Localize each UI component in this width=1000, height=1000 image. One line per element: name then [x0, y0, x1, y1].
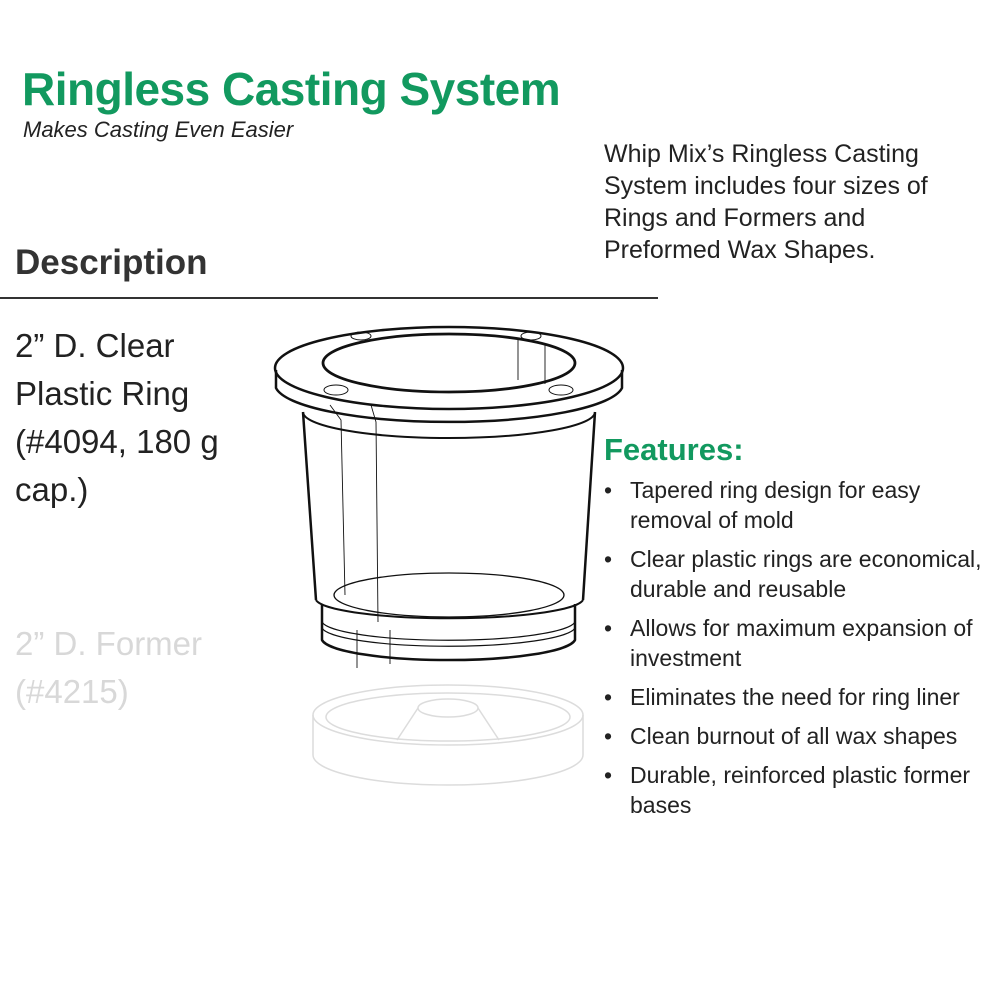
bullet: • [604, 546, 613, 572]
feature-item: • Tapered ring design for easy removal of… [604, 475, 1000, 535]
ring-body [273, 325, 625, 668]
feature-item: • Allows for maximum expansion of investm… [604, 613, 1000, 673]
features-heading: Features: [604, 432, 744, 467]
description-item-ring: 2” D. Clear Plastic Ring (#4094, 180 g c… [15, 327, 219, 508]
feature-item: • Eliminates the need for ring liner [604, 682, 1000, 712]
feature-item: • Clean burnout of all wax shapes [604, 721, 1000, 751]
former-illustration [312, 684, 584, 786]
bullet: • [604, 615, 613, 641]
features-list: • Tapered ring design for easy removal of… [604, 475, 1000, 829]
description-heading: Description [15, 243, 208, 282]
feature-text: Allows for maximum expansion of investme… [630, 615, 973, 671]
feature-text: Durable, reinforced plastic former bases [630, 762, 971, 818]
feature-item: • Clear plastic rings are economical, dur… [604, 544, 1000, 604]
description-item-former: 2” D. Former (#4215) [15, 625, 203, 710]
feature-item: • Durable, reinforced plastic former base… [604, 760, 1000, 820]
feature-text: Tapered ring design for easy removal of … [630, 477, 921, 533]
intro-text: Whip Mix’s Ringless Casting System inclu… [604, 140, 928, 264]
feature-text: Clean burnout of all wax shapes [630, 723, 958, 749]
bullet: • [604, 477, 613, 503]
bullet: • [604, 762, 613, 788]
bullet: • [604, 684, 613, 710]
page-title: Ringless Casting System [22, 63, 561, 115]
page-subtitle: Makes Casting Even Easier [23, 117, 294, 142]
feature-text: Clear plastic rings are economical, dura… [630, 546, 982, 602]
divider [0, 297, 658, 299]
feature-text: Eliminates the need for ring liner [630, 684, 960, 710]
bullet: • [604, 723, 613, 749]
